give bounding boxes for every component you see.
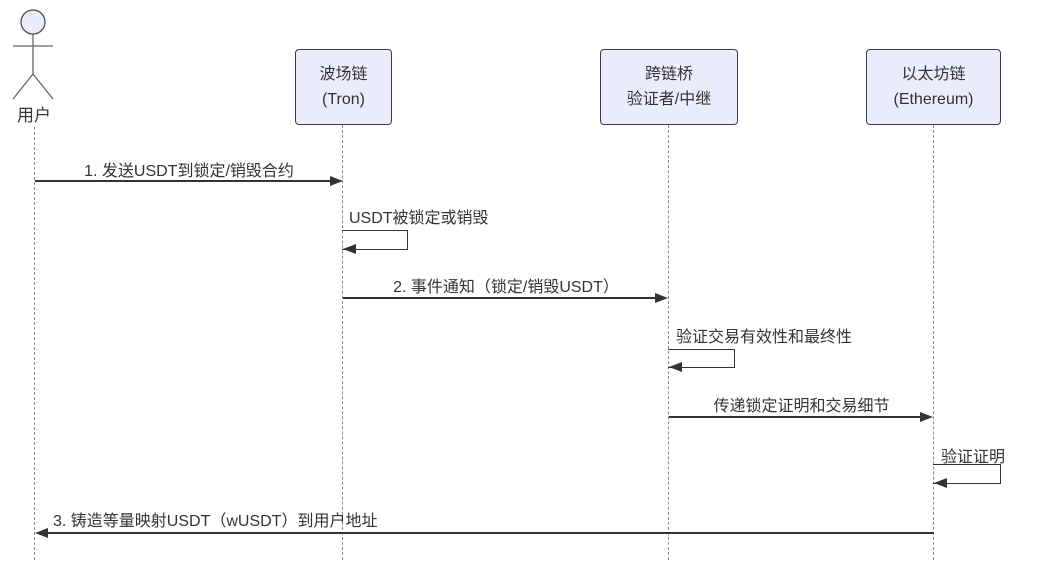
message-6-self-loop	[933, 464, 1001, 484]
message-3-arrowhead-right-icon	[655, 293, 668, 303]
message-3-line	[343, 297, 656, 299]
message-1-line	[35, 180, 331, 182]
message-4-label: 验证交易有效性和最终性	[676, 329, 853, 346]
lifeline-ethereum	[933, 125, 934, 560]
participant-ethereum-subname: (Ethereum)	[893, 91, 974, 108]
message-1-label: 1. 发送USDT到锁定/销毁合约	[84, 163, 294, 180]
message-6-arrowhead-left-icon	[934, 478, 947, 488]
message-1-arrowhead-right-icon	[330, 176, 343, 186]
message-5-label: 传递锁定证明和交易细节	[713, 398, 890, 415]
lifeline-user	[34, 127, 35, 560]
message-6-label: 验证证明	[941, 449, 1006, 466]
participant-tron-name: 波场链	[319, 66, 368, 83]
participant-bridge: 跨链桥 验证者/中继	[600, 49, 738, 125]
lifeline-bridge	[668, 125, 669, 560]
participant-tron: 波场链 (Tron)	[295, 49, 392, 125]
participant-ethereum-name: 以太坊链	[901, 66, 966, 83]
participant-ethereum: 以太坊链 (Ethereum)	[866, 49, 1001, 125]
actor-label: 用户	[17, 106, 51, 125]
message-7-line	[48, 532, 934, 534]
message-7-arrowhead-left-icon	[35, 528, 48, 538]
message-5-arrowhead-right-icon	[920, 412, 933, 422]
message-7-label: 3. 铸造等量映射USDT（wUSDT）到用户地址	[53, 513, 378, 530]
participant-bridge-name: 跨链桥	[644, 66, 693, 83]
message-2-self-loop	[342, 230, 408, 250]
message-4-self-loop	[668, 349, 735, 368]
message-4-arrowhead-left-icon	[669, 362, 682, 372]
message-5-line	[669, 416, 921, 418]
participant-tron-subname: (Tron)	[322, 91, 365, 108]
lifeline-tron	[342, 125, 343, 560]
message-2-label: USDT被锁定或销毁	[349, 210, 489, 227]
message-2-arrowhead-left-icon	[343, 244, 356, 254]
actor-user-icon	[12, 9, 54, 100]
message-3-label: 2. 事件通知（锁定/销毁USDT）	[393, 279, 619, 296]
participant-bridge-subname: 验证者/中继	[626, 91, 712, 108]
